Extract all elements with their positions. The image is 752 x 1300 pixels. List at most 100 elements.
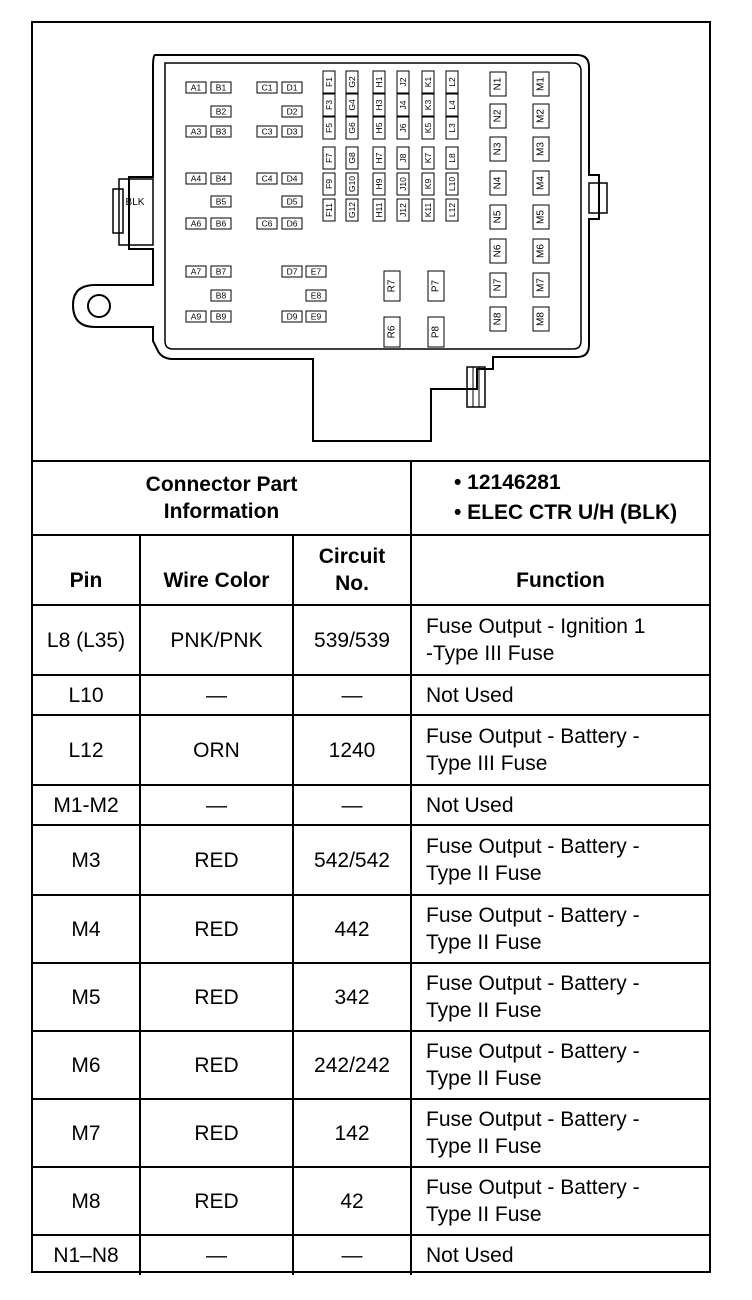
cavity-label: M1 xyxy=(536,77,547,91)
function-line1: Fuse Output - Ignition 1 xyxy=(426,615,646,638)
cell-function: Fuse Output - Battery -Type II Fuse xyxy=(410,1098,709,1168)
cell-circuit: — xyxy=(292,784,412,826)
cell-circuit: 539/539 xyxy=(292,604,412,676)
cell-function: Fuse Output - Ignition 1 -Type III Fuse xyxy=(410,604,709,676)
function-line1: Fuse Output - Battery - xyxy=(426,1108,640,1131)
cavity-label: C6 xyxy=(262,219,273,229)
cavity-b3: B3 xyxy=(210,125,232,138)
cavity-h1: H1 xyxy=(372,70,386,94)
function-line1: Fuse Output - Battery - xyxy=(426,904,640,927)
connector-info-row: Connector Part Information • 12146281 • … xyxy=(33,460,709,536)
cell-pin: M1-M2 xyxy=(33,784,141,826)
cavity-d1: D1 xyxy=(281,81,303,94)
cell-pin: L12 xyxy=(33,714,141,786)
header-circuit: Circuit No. xyxy=(292,534,412,605)
cavity-a4: A4 xyxy=(185,172,207,185)
cavity-label: J10 xyxy=(398,177,408,191)
cavity-f3: F3 xyxy=(322,93,336,117)
cavity-k1: K1 xyxy=(421,70,435,94)
function-line2: Type II Fuse xyxy=(426,1203,542,1226)
cavity-h3: H3 xyxy=(372,93,386,117)
cell-function: Not Used xyxy=(410,1234,709,1275)
header-circuit-line2: No. xyxy=(335,572,369,595)
cavity-label: F5 xyxy=(324,123,334,133)
cavity-a6: A6 xyxy=(185,217,207,230)
cavity-d5: D5 xyxy=(281,195,303,208)
header-wire-color: Wire Color xyxy=(139,534,294,605)
table-header-row: Pin Wire Color Circuit No. Function xyxy=(33,534,709,605)
function-line2: Type III Fuse xyxy=(426,752,548,775)
cavity-label: C3 xyxy=(262,127,273,137)
cavity-label: G6 xyxy=(347,122,357,134)
cavity-p7: P7 xyxy=(427,270,445,302)
cavity-label: C1 xyxy=(262,83,273,93)
cavity-b5: B5 xyxy=(210,195,232,208)
cavity-label: B8 xyxy=(216,291,227,301)
cavity-label: N6 xyxy=(493,244,504,257)
cavity-label: A9 xyxy=(191,312,202,322)
cavity-label: E8 xyxy=(311,291,322,301)
blk-label: BLK xyxy=(126,197,145,208)
cavity-b4: B4 xyxy=(210,172,232,185)
cell-pin: N1–N8 xyxy=(33,1234,141,1275)
cavity-label: G4 xyxy=(347,99,357,111)
cavity-e8: E8 xyxy=(305,289,327,302)
connector-description: • ELEC CTR U/H (BLK) xyxy=(454,501,678,524)
table-row: N1–N8——Not Used xyxy=(33,1234,709,1275)
cavity-label: B5 xyxy=(216,197,227,207)
cavity-m7: M7 xyxy=(532,272,550,298)
cavity-n2: N2 xyxy=(489,103,507,129)
cavity-label: F7 xyxy=(324,153,334,163)
connector-part-number: • 12146281 xyxy=(454,471,561,494)
cavity-label: L8 xyxy=(447,153,457,163)
cavity-label: M2 xyxy=(536,109,547,123)
function-line1: Not Used xyxy=(426,683,514,707)
cavity-label: L12 xyxy=(447,203,457,217)
cell-wire-color: — xyxy=(139,1234,294,1275)
cell-wire-color: ORN xyxy=(139,714,294,786)
cavity-label: N5 xyxy=(493,210,504,223)
cell-circuit: 142 xyxy=(292,1098,412,1168)
cavity-b1: B1 xyxy=(210,81,232,94)
cavity-l3: L3 xyxy=(445,116,459,140)
cavity-label: M8 xyxy=(536,312,547,326)
cell-function: Not Used xyxy=(410,674,709,716)
cavity-b9: B9 xyxy=(210,310,232,323)
cavity-n6: N6 xyxy=(489,238,507,264)
cell-circuit: — xyxy=(292,674,412,716)
cell-circuit: 242/242 xyxy=(292,1030,412,1100)
cavity-n5: N5 xyxy=(489,204,507,230)
cavity-label: N2 xyxy=(493,109,504,122)
cavity-l4: L4 xyxy=(445,93,459,117)
cavity-f7: F7 xyxy=(322,146,336,170)
cell-wire-color: RED xyxy=(139,894,294,964)
cell-wire-color: RED xyxy=(139,962,294,1032)
cavity-d6: D6 xyxy=(281,217,303,230)
cavity-a9: A9 xyxy=(185,310,207,323)
cavity-label: F11 xyxy=(324,203,334,217)
cell-circuit: 342 xyxy=(292,962,412,1032)
cell-wire-color: RED xyxy=(139,1098,294,1168)
connector-latch xyxy=(466,366,486,408)
cavity-h9: H9 xyxy=(372,172,386,196)
table-row: L10——Not Used xyxy=(33,674,709,716)
cavity-h5: H5 xyxy=(372,116,386,140)
cavity-label: D9 xyxy=(287,312,298,322)
function-line1: Fuse Output - Battery - xyxy=(426,1040,640,1063)
connector-info-values: • 12146281 • ELEC CTR U/H (BLK) xyxy=(410,460,709,536)
cavity-d3: D3 xyxy=(281,125,303,138)
cavity-label: H3 xyxy=(374,99,384,110)
function-line2: -Type III Fuse xyxy=(426,642,555,665)
function-line1: Fuse Output - Battery - xyxy=(426,972,640,995)
cavity-label: B1 xyxy=(216,83,227,93)
cavity-p8: P8 xyxy=(427,316,445,348)
cavity-label: J2 xyxy=(398,77,408,86)
cavity-label: K3 xyxy=(423,100,433,111)
cavity-label: A7 xyxy=(191,267,202,277)
cavity-j12: J12 xyxy=(396,198,410,222)
cell-wire-color: RED xyxy=(139,1030,294,1100)
cavity-b8: B8 xyxy=(210,289,232,302)
connector-info-label-line2: Information xyxy=(163,500,280,523)
